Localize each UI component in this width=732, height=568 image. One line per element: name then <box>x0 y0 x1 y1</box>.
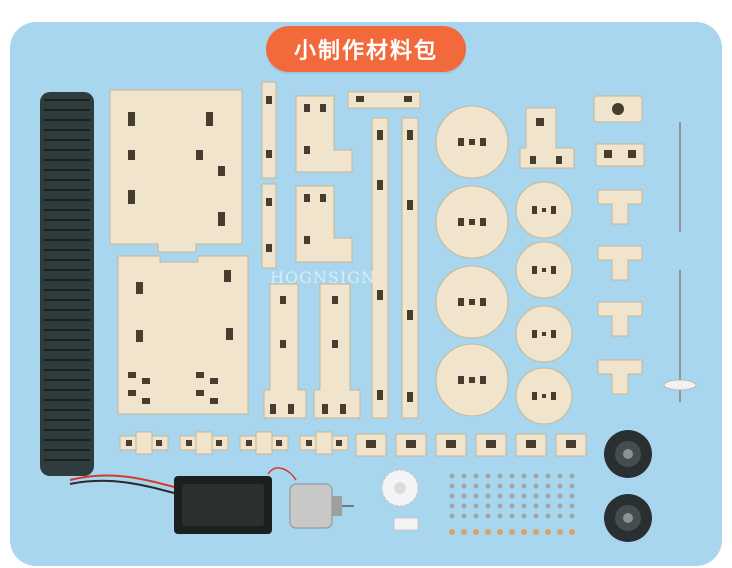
narrow-strips <box>261 81 421 269</box>
boot-brackets <box>295 95 353 263</box>
base-plate-top <box>109 89 243 253</box>
rubber-wheels <box>604 430 652 542</box>
gears <box>381 469 419 531</box>
camera-mount <box>593 95 645 167</box>
screws-and-nuts <box>449 473 575 535</box>
tall-legs <box>263 283 361 419</box>
square-clips <box>355 433 587 457</box>
motor-bracket <box>519 107 575 169</box>
large-wheel-discs <box>435 105 509 417</box>
medium-wheel-discs <box>515 181 573 425</box>
tank-track <box>40 92 94 476</box>
base-plate-bottom <box>117 255 249 415</box>
watermark-text: HOGNSIGN <box>270 268 376 287</box>
long-bars <box>371 117 419 419</box>
title-badge: 小制作材料包 <box>266 26 466 72</box>
dc-motor <box>289 483 354 529</box>
battery-holder <box>69 467 297 534</box>
axles <box>663 122 697 402</box>
connector-pieces <box>119 431 349 455</box>
t-clips <box>597 189 643 395</box>
track-segments <box>44 99 90 461</box>
